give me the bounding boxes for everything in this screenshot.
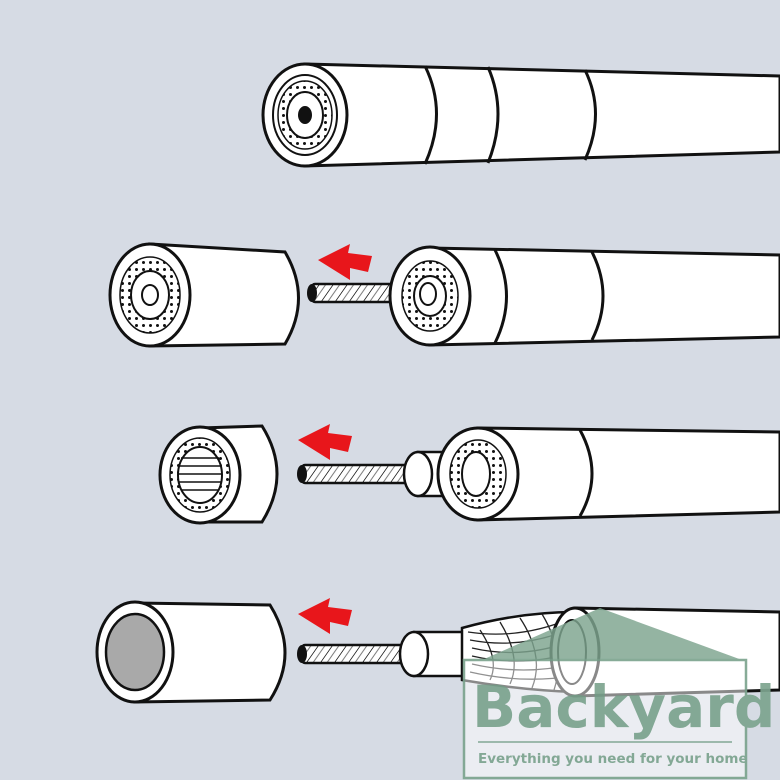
removed-jacket-cap <box>108 242 300 348</box>
cable-end-face <box>388 245 472 347</box>
cable-end-face <box>261 62 349 168</box>
cable-end-face <box>436 426 520 522</box>
step-1-intact-cable <box>261 62 780 168</box>
cable-jacket <box>476 426 780 522</box>
removed-jacket-cap <box>95 600 287 704</box>
step-3-dielectric-exposed <box>158 424 780 525</box>
cable-jacket <box>303 62 780 168</box>
dielectric-core <box>398 630 472 678</box>
house-roof-icon <box>482 608 742 660</box>
removed-dielectric-cap <box>158 424 279 525</box>
brand-tagline: Everything you need for your home <box>478 751 748 767</box>
pull-arrow-icon <box>318 244 372 280</box>
pull-arrow-icon <box>298 424 352 460</box>
pull-arrow-icon <box>298 598 352 634</box>
logo-frame <box>462 658 748 780</box>
brand-name: Backyard <box>472 673 775 741</box>
step-2-jacket-removed <box>108 242 780 348</box>
cable-jacket <box>428 246 780 347</box>
watermark-logo: Backyard Everything you need for your ho… <box>462 608 775 780</box>
